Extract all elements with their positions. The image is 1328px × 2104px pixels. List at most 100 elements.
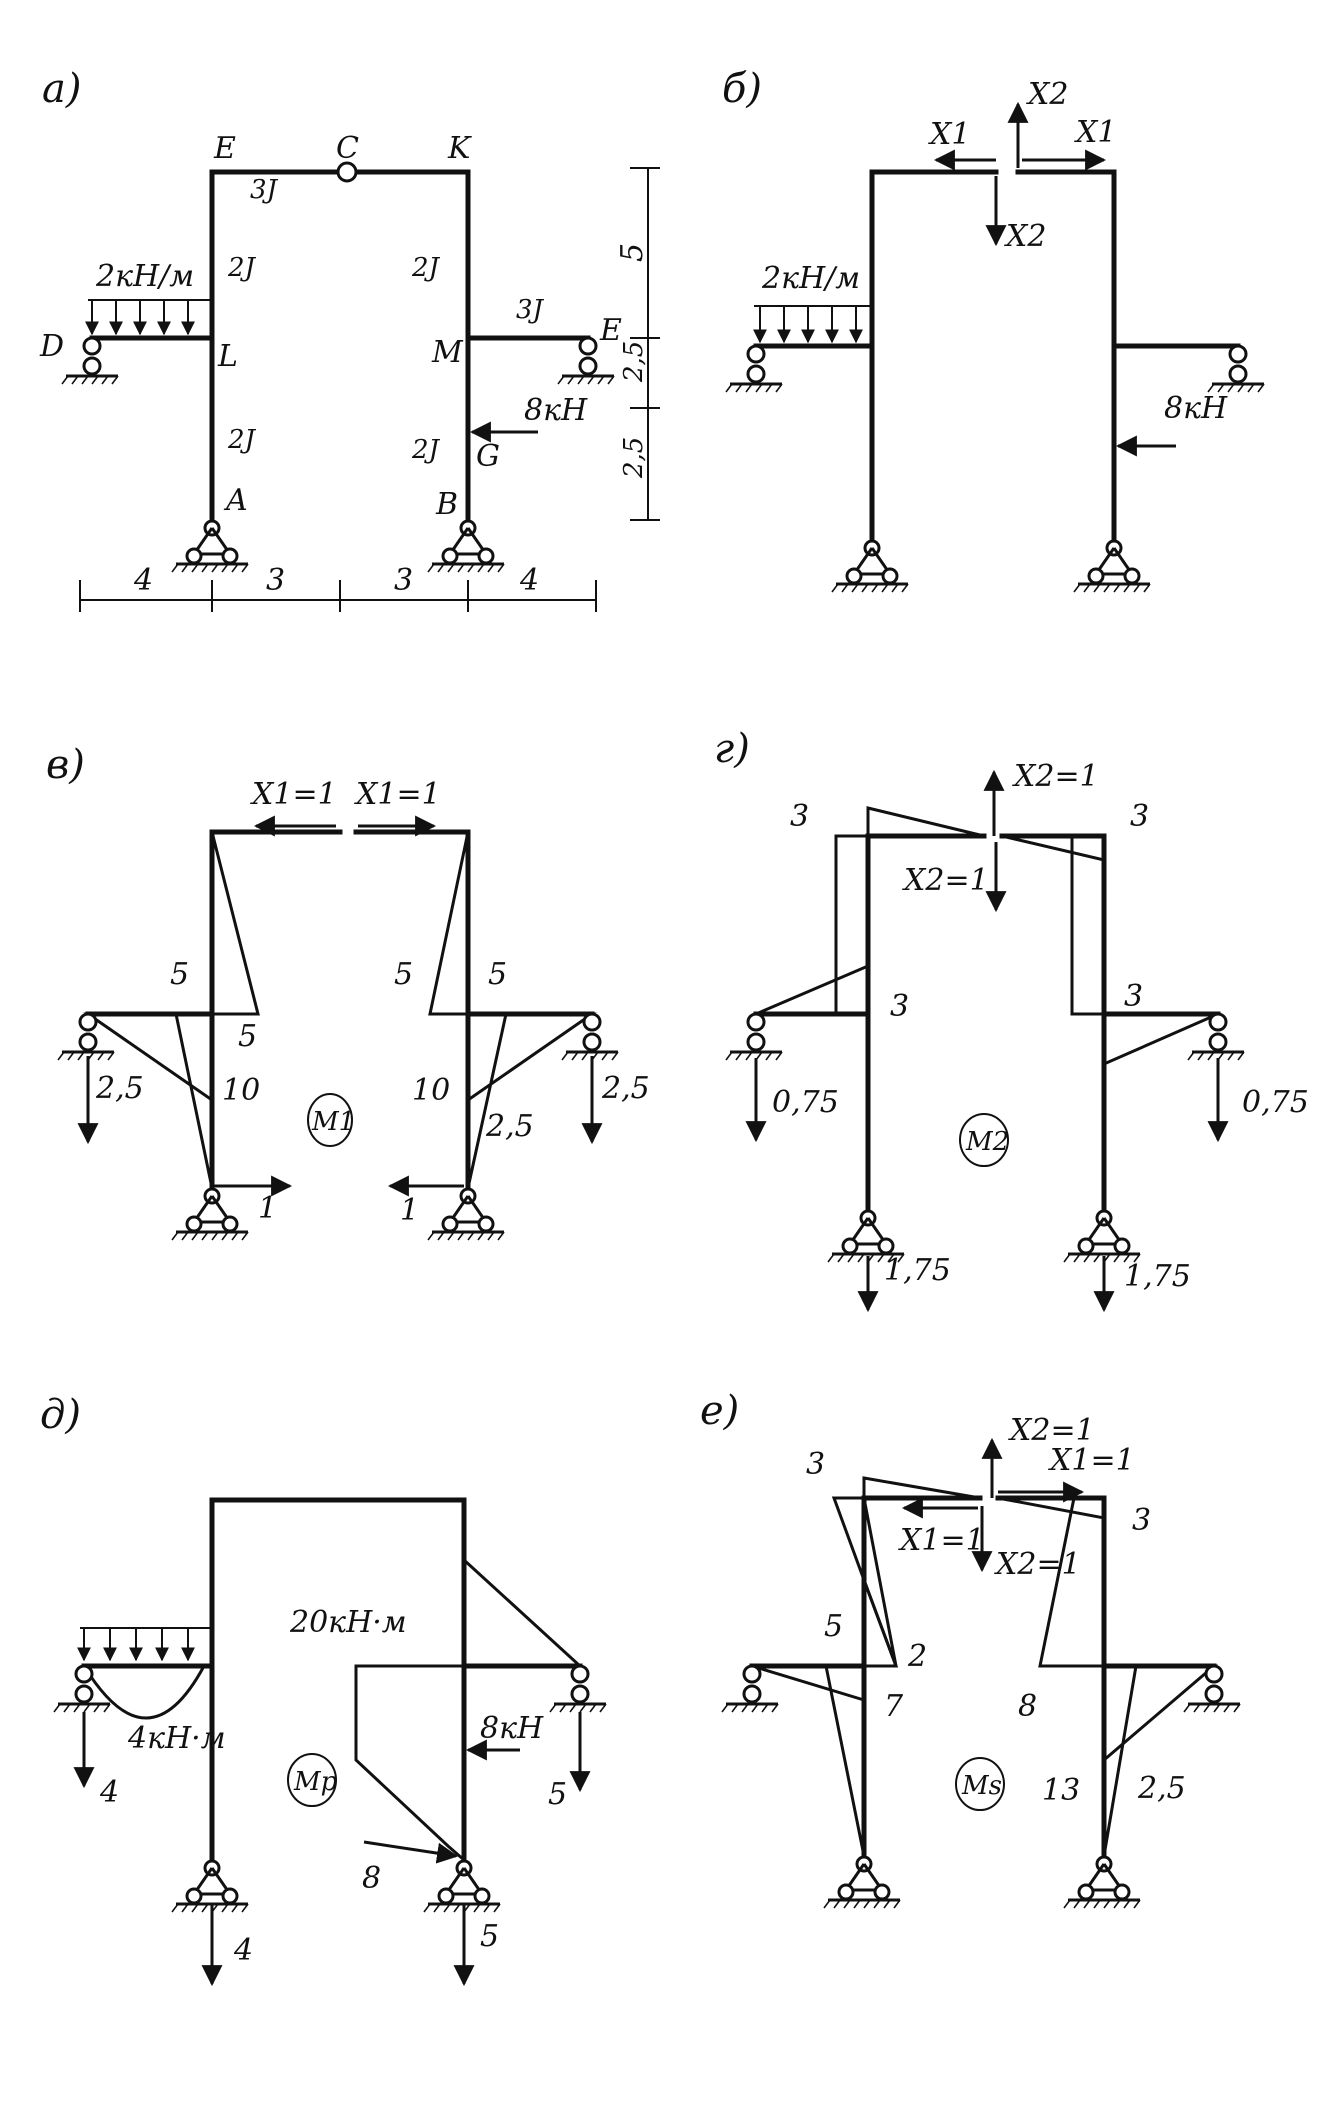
svg-text:3: 3 bbox=[806, 1447, 825, 1482]
svg-text:4: 4 bbox=[133, 563, 153, 598]
node-D: D bbox=[39, 329, 64, 364]
frame-v-right bbox=[353, 829, 471, 1191]
dims-horizontal-a: 4 3 3 4 bbox=[79, 563, 597, 612]
svg-text:5: 5 bbox=[238, 1019, 257, 1054]
svg-text:3: 3 bbox=[1124, 979, 1143, 1014]
svg-text:2,5: 2,5 bbox=[619, 437, 649, 479]
moment-diagram-m1-right bbox=[428, 831, 597, 1189]
distributed-load-a bbox=[85, 300, 195, 336]
svg-text:2,5: 2,5 bbox=[619, 341, 649, 383]
panel-b: б) X1 X1 X2 X2 2кН/м 8кН bbox=[722, 66, 1266, 594]
panel-d-letter: д) bbox=[40, 1392, 81, 1438]
svg-text:2: 2 bbox=[907, 1639, 927, 1674]
diagram-label-circle-g bbox=[959, 1113, 1009, 1167]
parabola-m4 bbox=[82, 1665, 206, 1720]
diagram-label-circle-d bbox=[287, 1753, 337, 1807]
svg-text:7: 7 bbox=[884, 1689, 904, 1724]
node-B: B bbox=[435, 487, 458, 522]
moment-diagram-m1-left bbox=[83, 831, 260, 1189]
svg-text:5: 5 bbox=[480, 1919, 499, 1954]
svg-text:8: 8 bbox=[362, 1861, 381, 1896]
node-C: C bbox=[336, 131, 359, 166]
pin-B bbox=[426, 519, 506, 574]
panel-a: а) E C K D L M E G A B 3J bbox=[39, 66, 660, 612]
panel-b-letter: б) bbox=[722, 66, 762, 112]
label-x2-down-g: X2=1 bbox=[902, 863, 989, 898]
node-M: M bbox=[431, 335, 464, 370]
pin-A bbox=[170, 519, 250, 574]
label-x2-down-b: X2 bbox=[1004, 219, 1046, 254]
svg-text:X2=1: X2=1 bbox=[994, 1547, 1081, 1582]
panel-a-letter: а) bbox=[42, 66, 81, 112]
svg-text:5: 5 bbox=[170, 957, 189, 992]
svg-text:2,5: 2,5 bbox=[601, 1071, 650, 1106]
panel-v-letter: в) bbox=[46, 742, 85, 788]
node-L: L bbox=[217, 339, 238, 374]
moment-diagram-m2 bbox=[755, 806, 1219, 1067]
stiffness-right-lower: 2J bbox=[411, 435, 441, 465]
frame-g-right bbox=[999, 833, 1107, 1213]
svg-text:1: 1 bbox=[258, 1191, 277, 1226]
hinge-C bbox=[336, 161, 358, 183]
stiffness-right-upper: 2J bbox=[411, 253, 441, 283]
diagram-label-circle-e bbox=[955, 1757, 1005, 1811]
frame-a bbox=[209, 169, 471, 523]
frame-b-left bbox=[869, 169, 999, 543]
load-q-a: 2кН/м bbox=[95, 259, 194, 294]
node-K: K bbox=[447, 131, 472, 166]
load-q-b: 2кН/м bbox=[761, 261, 860, 296]
label-x1-left-v: X1=1 bbox=[250, 777, 337, 812]
frame-d bbox=[209, 1497, 467, 1863]
label-x2-up-g: X2=1 bbox=[1012, 759, 1099, 794]
svg-text:3: 3 bbox=[1132, 1503, 1151, 1538]
panel-e: е) X2=1 X1=1 X1=1 X2=1 3 3 5 bbox=[700, 1388, 1242, 1910]
panel-g: г) X2=1 X2=1 3 3 3 3 0,75 0,75 1,75 bbox=[714, 726, 1309, 1313]
label-x1-right-b: X1 bbox=[1074, 115, 1116, 150]
load-F-a: 8кН bbox=[524, 393, 588, 428]
svg-text:10: 10 bbox=[412, 1073, 450, 1108]
svg-text:20кН·м: 20кН·м bbox=[289, 1605, 407, 1640]
dims-vertical-a: 5 2,5 2,5 bbox=[615, 167, 660, 521]
svg-text:4кН·м: 4кН·м bbox=[127, 1721, 226, 1756]
svg-text:1: 1 bbox=[400, 1193, 419, 1228]
svg-text:1,75: 1,75 bbox=[884, 1253, 951, 1288]
stiffness-left-upper: 2J bbox=[227, 253, 257, 283]
panel-g-letter: г) bbox=[714, 726, 750, 772]
svg-text:0,75: 0,75 bbox=[1242, 1085, 1309, 1120]
node-E: E bbox=[213, 131, 236, 166]
svg-text:3: 3 bbox=[266, 563, 285, 598]
svg-text:5: 5 bbox=[548, 1777, 567, 1812]
svg-text:4: 4 bbox=[519, 563, 539, 598]
svg-text:0,75: 0,75 bbox=[772, 1085, 839, 1120]
svg-text:X2=1: X2=1 bbox=[1008, 1413, 1095, 1448]
stiffness-top: 3J bbox=[250, 175, 279, 205]
diagram-label-g: M2 bbox=[965, 1127, 1009, 1157]
panel-d: д) 20кН·м 4кН·м 8кН 4 bbox=[40, 1392, 608, 1987]
svg-text:3: 3 bbox=[1130, 799, 1149, 834]
svg-text:4: 4 bbox=[233, 1933, 253, 1968]
svg-text:5: 5 bbox=[488, 957, 507, 992]
svg-text:2,5: 2,5 bbox=[485, 1109, 534, 1144]
svg-text:8кН: 8кН bbox=[480, 1711, 544, 1746]
distributed-load-b bbox=[753, 306, 863, 344]
node-E-right: E bbox=[599, 313, 622, 348]
svg-text:3: 3 bbox=[790, 799, 809, 834]
label-x1-right-v: X1=1 bbox=[354, 777, 441, 812]
svg-text:3: 3 bbox=[394, 563, 413, 598]
svg-text:5: 5 bbox=[824, 1609, 843, 1644]
svg-text:X1=1: X1=1 bbox=[898, 1523, 985, 1558]
svg-text:2,5: 2,5 bbox=[1137, 1771, 1186, 1806]
load-F-b: 8кН bbox=[1164, 391, 1228, 426]
diagram-label-v: M1 bbox=[311, 1107, 355, 1137]
diagram-label-circle-v bbox=[307, 1093, 353, 1147]
stiffness-right-cantilever: 3J bbox=[516, 295, 545, 325]
svg-text:5: 5 bbox=[615, 243, 650, 262]
stiffness-left-lower: 2J bbox=[227, 425, 257, 455]
svg-text:10: 10 bbox=[222, 1073, 260, 1108]
svg-text:5: 5 bbox=[394, 957, 413, 992]
svg-text:8: 8 bbox=[1018, 1689, 1037, 1724]
frame-b-right bbox=[1015, 169, 1117, 543]
label-x2-up-b: X2 bbox=[1026, 77, 1068, 112]
distributed-load-d bbox=[77, 1628, 195, 1662]
